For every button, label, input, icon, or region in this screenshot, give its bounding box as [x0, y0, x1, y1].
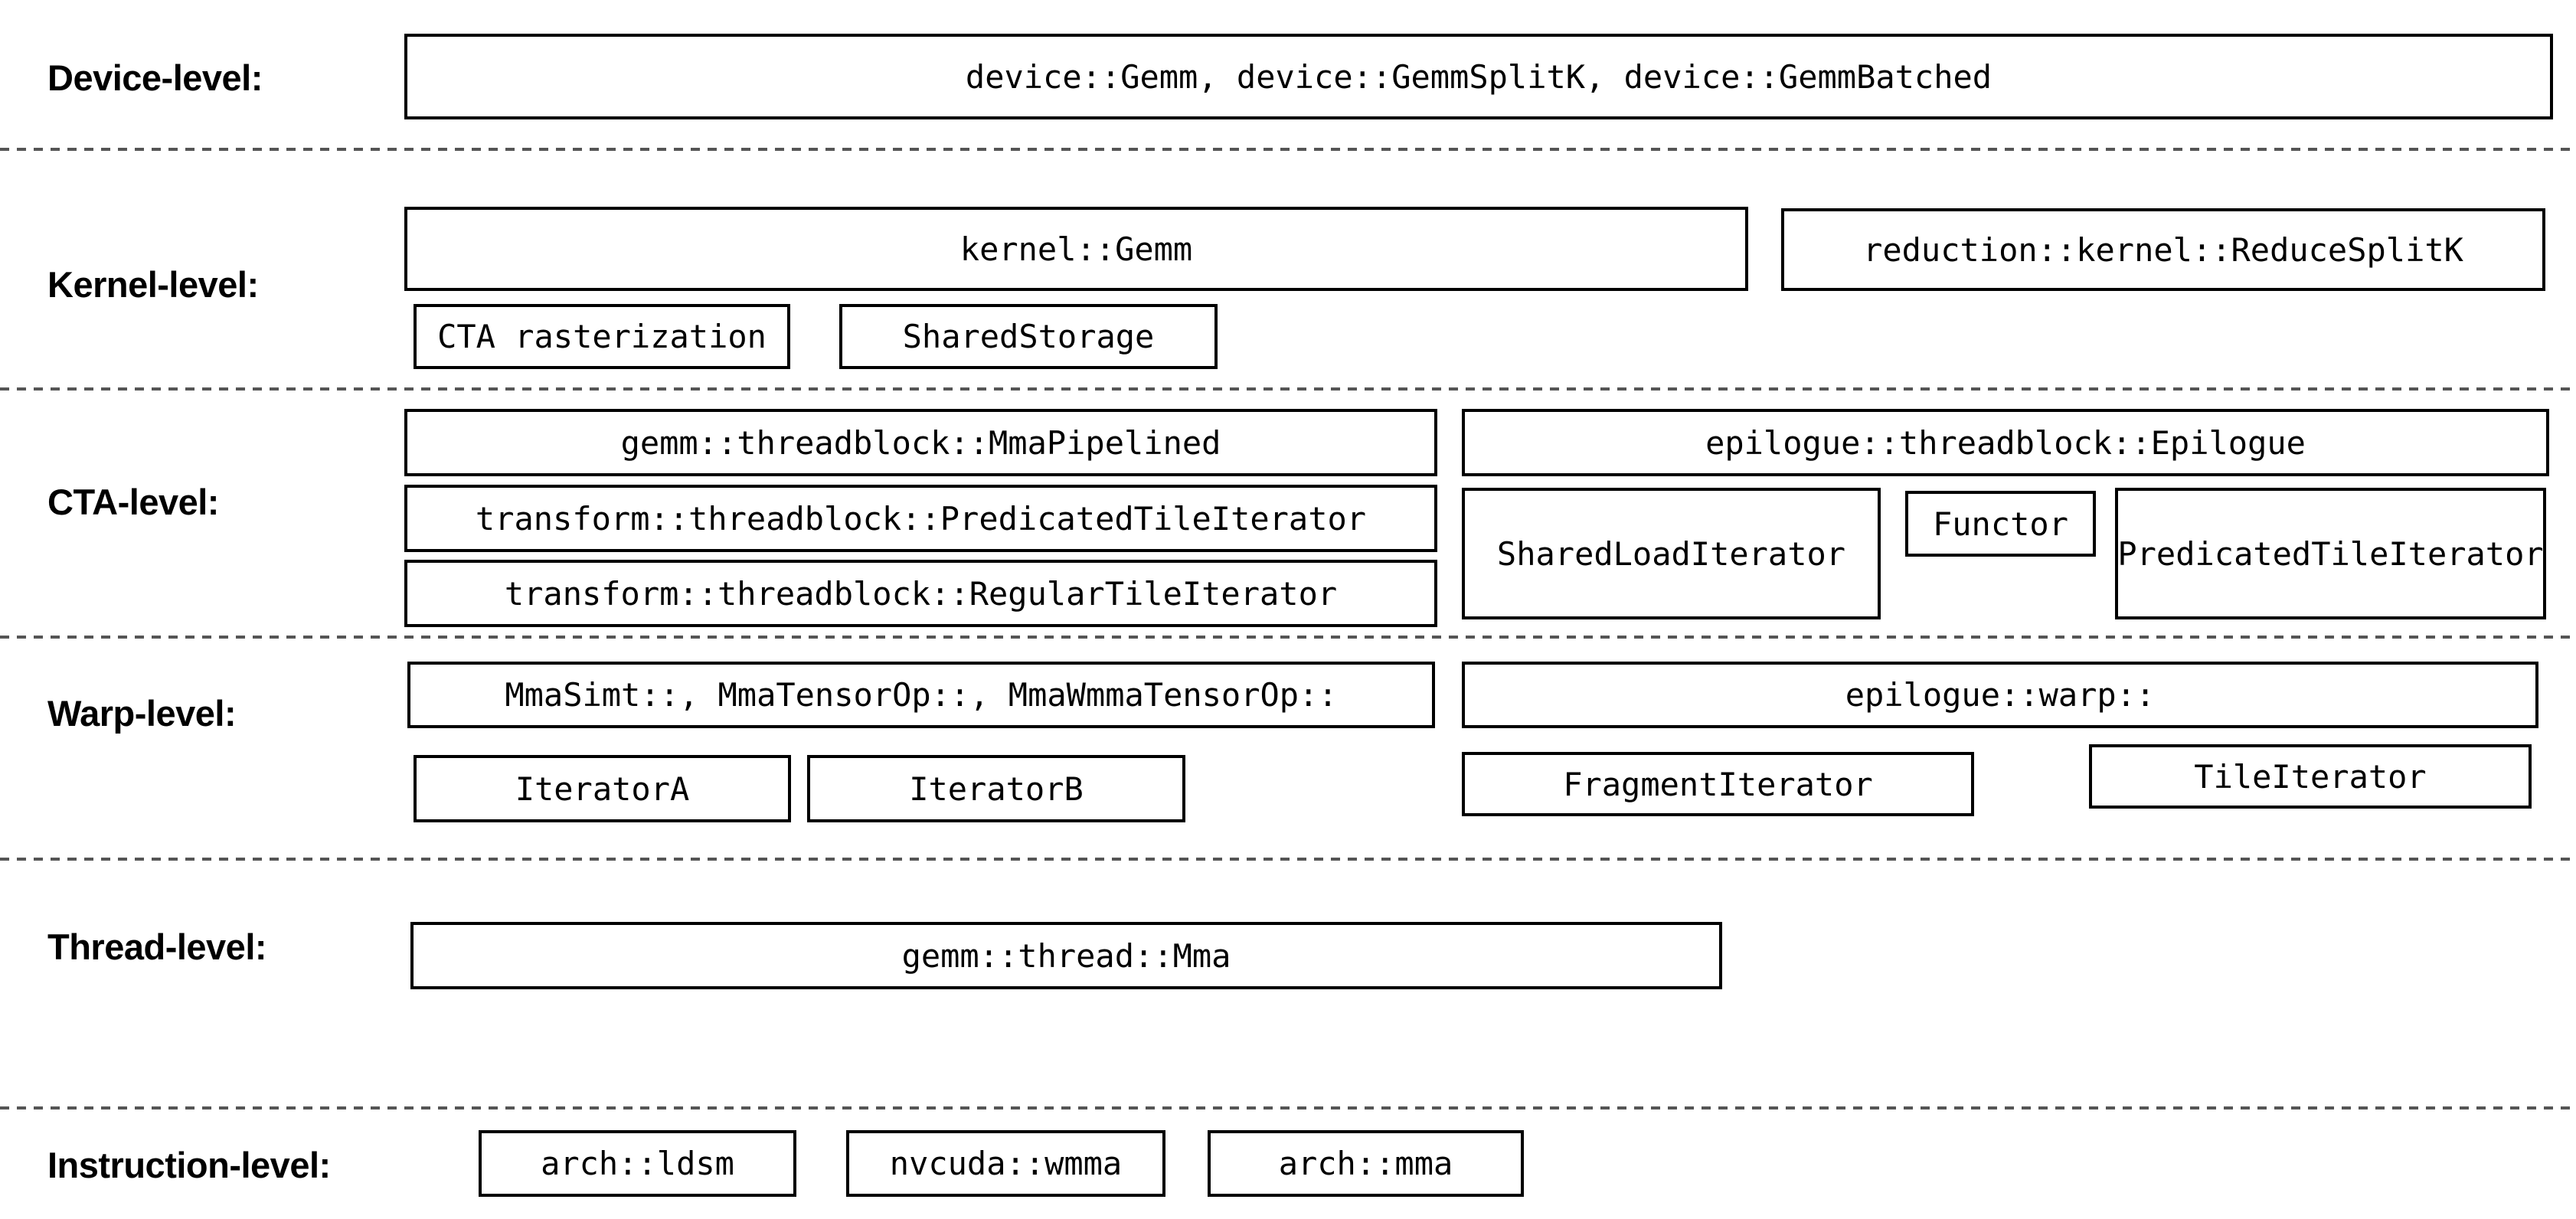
box-kernel-gemm: kernel::Gemm: [404, 207, 1748, 291]
divider-thread-instruction: [0, 1106, 2576, 1110]
box-tileiterator: TileIterator: [2089, 744, 2532, 809]
box-transform-threadblock-predicatedtileiterator: transform::threadblock::PredicatedTileIt…: [404, 485, 1437, 552]
box-sharedstorage: SharedStorage: [839, 304, 1218, 369]
box-iteratora: IteratorA: [414, 755, 791, 822]
level-label-instruction: Instruction-level:: [47, 1145, 331, 1185]
box-epilogue-warp: epilogue::warp::: [1462, 662, 2538, 728]
box-nvcuda-wmma: nvcuda::wmma: [846, 1130, 1165, 1197]
box-fragmentiterator: FragmentIterator: [1462, 752, 1974, 816]
box-sharedloaditerator: SharedLoadIterator: [1462, 488, 1881, 619]
level-label-kernel: Kernel-level:: [47, 264, 259, 305]
divider-kernel-cta: [0, 387, 2576, 391]
box-gemm-thread-mma: gemm::thread::Mma: [410, 922, 1722, 989]
box-device-gemm-variants: device::Gemm, device::GemmSplitK, device…: [404, 34, 2553, 119]
divider-cta-warp: [0, 636, 2576, 639]
level-label-device: Device-level:: [47, 57, 263, 98]
box-arch-ldsm: arch::ldsm: [479, 1130, 796, 1197]
divider-warp-thread: [0, 858, 2576, 861]
box-reduction-kernel-reducesplitk: reduction::kernel::ReduceSplitK: [1781, 208, 2545, 291]
level-label-thread: Thread-level:: [47, 927, 267, 967]
box-transform-threadblock-regulartileiterator: transform::threadblock::RegularTileItera…: [404, 560, 1437, 627]
box-epilogue-threadblock-epilogue: epilogue::threadblock::Epilogue: [1462, 409, 2549, 476]
box-iteratorb: IteratorB: [807, 755, 1185, 822]
box-gemm-threadblock-mmapipelined: gemm::threadblock::MmaPipelined: [404, 409, 1437, 476]
box-arch-mma: arch::mma: [1208, 1130, 1524, 1197]
level-label-cta: CTA-level:: [47, 482, 219, 522]
level-label-warp: Warp-level:: [47, 693, 237, 734]
box-epilogue-predicatedtileiterator: PredicatedTileIterator: [2115, 488, 2546, 619]
box-warp-mma-variants: MmaSimt::, MmaTensorOp::, MmaWmmaTensorO…: [407, 662, 1435, 728]
divider-device-kernel: [0, 148, 2576, 151]
box-functor: Functor: [1905, 491, 2096, 557]
box-cta-rasterization: CTA rasterization: [414, 304, 790, 369]
